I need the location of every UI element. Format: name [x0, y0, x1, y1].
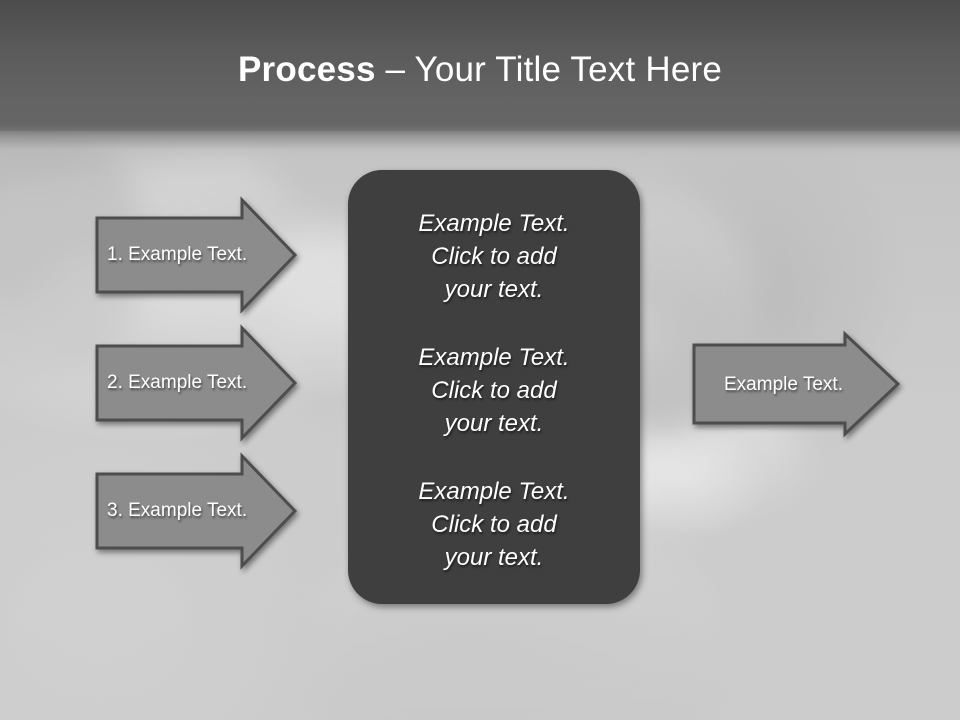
input-arrow-3-label: 3. Example Text.	[107, 500, 248, 521]
output-arrow[interactable]: Example Text.	[692, 330, 901, 438]
input-arrow-3[interactable]: 3. Example Text.	[95, 452, 298, 570]
arrow-right-shape-icon	[95, 452, 298, 570]
input-arrow-2[interactable]: 2. Example Text.	[95, 324, 298, 442]
title-band	[0, 0, 960, 131]
page-title-rest: Your Title Text Here	[414, 50, 722, 89]
panel-text-block-3: Example Text. Click to add your text.	[418, 478, 570, 571]
panel-text-block-2: Example Text. Click to add your text.	[418, 344, 570, 437]
process-detail-panel[interactable]: Example Text. Click to add your text. Ex…	[348, 170, 640, 604]
arrow-right-shape-icon	[692, 330, 901, 438]
input-arrow-1[interactable]: 1. Example Text.	[95, 196, 298, 314]
title-band-fade	[0, 125, 960, 159]
input-arrow-1-label: 1. Example Text.	[107, 244, 248, 265]
output-arrow-label: Example Text.	[724, 373, 843, 395]
page-title: Process – Your Title Text Here	[0, 50, 960, 90]
panel-text-block-1: Example Text. Click to add your text.	[418, 210, 570, 303]
input-arrow-2-label: 2. Example Text.	[107, 372, 248, 393]
arrow-right-shape-icon	[95, 324, 298, 442]
page-title-dash: –	[375, 50, 415, 89]
page-title-bold: Process	[238, 50, 376, 89]
arrow-right-shape-icon	[95, 196, 298, 314]
